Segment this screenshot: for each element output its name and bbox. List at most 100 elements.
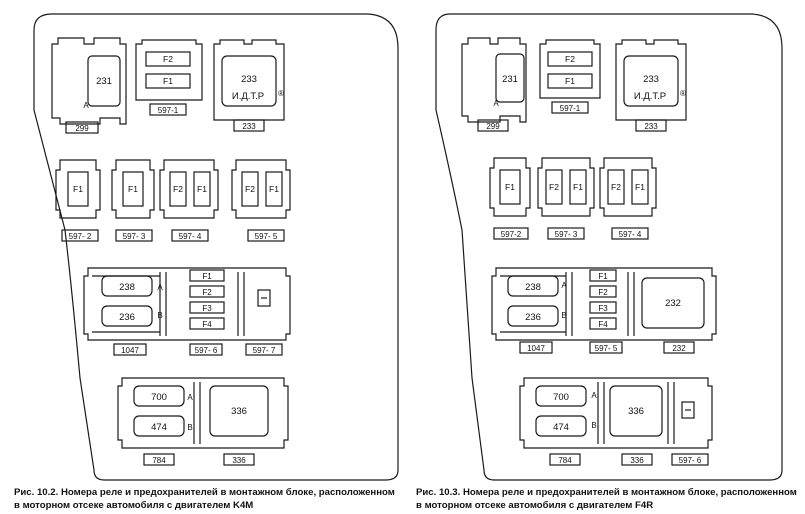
fuse-holder-tag: 597- 3 — [123, 232, 146, 241]
fuse-strip-597-6: F1 F2 F3 F4 597- 6 — [189, 269, 225, 356]
relay-inner-number: 238 — [119, 282, 135, 293]
relay-299: 231 A 299 — [51, 37, 127, 134]
manufacturer-inscription: И.Д.Т.Р — [634, 91, 666, 102]
fuse-label: F1 — [128, 184, 138, 194]
fuse-holder-tag: 597- 2 — [69, 232, 92, 241]
relay-tag: 232 — [672, 344, 686, 353]
fuse-holder-tag: 597-2 — [501, 230, 522, 239]
relay-233: 233 И.Д.Т.Р ® 233 — [213, 39, 285, 132]
fuse-box-outline — [435, 13, 783, 481]
relay-tag: 233 — [242, 122, 256, 131]
fuse-holder-tag: 597- 4 — [619, 230, 642, 239]
fuse-block-tag: 597-1 — [560, 104, 581, 113]
relay-pin-letter: A — [561, 281, 567, 290]
figure-caption-k4m-line2: в моторном отсеке автомобиля с двигателе… — [14, 500, 254, 511]
relay-module-1047: 238 A 236 B 1047 232 232 — [491, 267, 717, 354]
fuse-holder-597-4: F2 F1 597- 4 — [599, 157, 657, 240]
fuse-strip-597-5: F1 F2 F3 F4 597- 5 — [589, 269, 623, 354]
relay-inner-number: 231 — [96, 76, 112, 87]
fuse-label: F4 — [598, 320, 608, 329]
fuse-holder-tag: 597- 3 — [555, 230, 578, 239]
fuse-slot-tag: 597- 7 — [253, 346, 276, 355]
relay-tag: 233 — [644, 122, 658, 131]
relay-module-1047: 238 A 236 B 1047 — [83, 267, 291, 356]
relay-pin-letter: A — [493, 99, 499, 108]
figure-caption-f4r-line1: Рис. 10.3. Номера реле и предохранителей… — [416, 487, 797, 498]
relay-inner-number: 233 — [643, 74, 659, 85]
fuse-label: F2 — [163, 54, 173, 64]
fuse-holder-tag: 597- 4 — [179, 232, 202, 241]
relay-pin-letter: B — [561, 311, 566, 320]
fuse-label: F1 — [197, 184, 207, 194]
manufacturer-inscription: И.Д.Т.Р — [232, 91, 264, 102]
registered-mark: ® — [680, 89, 686, 98]
registered-mark: ® — [278, 89, 284, 98]
fuse-label: F1 — [565, 76, 575, 86]
relay-inner-number: 336 — [231, 406, 247, 417]
relay-inner-number: 232 — [665, 298, 681, 309]
figure-caption-f4r-line2: в моторном отсеке автомобиля с двигателе… — [416, 500, 654, 511]
relay-tag: 299 — [75, 124, 89, 133]
fuse-label: F2 — [598, 288, 608, 297]
diagram-f4r: 231 A 299 F2 F1 597-1 233 И.Д.Т.Р ® 233 — [435, 13, 783, 481]
relay-233: 233 И.Д.Т.Р ® 233 — [615, 39, 687, 132]
fuse-label: F2 — [549, 182, 559, 192]
fuse-block-tag: 597-1 — [158, 106, 179, 115]
fuse-strip-tag: 597- 6 — [195, 346, 218, 355]
relay-inner-number: 474 — [151, 422, 167, 433]
relay-inner-number: 238 — [525, 282, 541, 293]
relay-pin-letter: A — [591, 391, 597, 400]
fuse-block-597-1: F2 F1 597-1 — [539, 39, 601, 114]
relay-pin-letter: B — [591, 421, 596, 430]
fuse-slot-tag: 597- 6 — [679, 456, 702, 465]
diagram-k4m: 231 A 299 F2 F1 597-1 233 И.Д.Т.Р ® 233 — [33, 13, 399, 481]
fuse-label: F2 — [173, 184, 183, 194]
fuse-label: F1 — [598, 272, 608, 281]
relay-module-784: 700 A 474 B 784 336 336 — [117, 377, 289, 466]
relay-pin-letter: A — [157, 283, 163, 292]
fuse-strip-tag: 597- 5 — [595, 344, 618, 353]
fuse-label: F1 — [163, 76, 173, 86]
relay-tag: 336 — [630, 456, 644, 465]
relay-inner-number: 236 — [119, 312, 135, 323]
fuse-label: F1 — [269, 184, 279, 194]
fuse-holder-597-3: F2 F1 597- 3 — [537, 157, 595, 240]
fuse-label: F2 — [565, 54, 575, 64]
fuse-holder-597-2: F1 597-2 — [489, 157, 531, 240]
fuse-holder-597-2: F1 597- 2 — [55, 159, 101, 242]
relay-pin-letter: A — [83, 101, 89, 110]
relay-module-tag: 784 — [558, 456, 572, 465]
fuse-label: F4 — [202, 320, 212, 329]
relay-tag: 299 — [486, 122, 500, 131]
relay-inner-number: 474 — [553, 422, 569, 433]
fuse-label: F3 — [202, 304, 212, 313]
relay-inner-number: 700 — [151, 392, 167, 403]
fuse-label: F1 — [202, 272, 212, 281]
relay-inner-number: 336 — [628, 406, 644, 417]
relay-module-784: 700 A 474 B 784 336 336 597- 6 — [519, 377, 713, 466]
fuse-label: F1 — [573, 182, 583, 192]
relay-tag: 336 — [232, 456, 246, 465]
fuse-holder-597-4: F2 F1 597- 4 — [159, 159, 219, 242]
fuse-label: F2 — [202, 288, 212, 297]
fuse-label: F1 — [635, 182, 645, 192]
relay-inner-number: 700 — [553, 392, 569, 403]
fuse-label: F1 — [73, 184, 83, 194]
fuse-label: F2 — [245, 184, 255, 194]
relay-module-tag: 784 — [152, 456, 166, 465]
fuse-holder-tag: 597- 5 — [255, 232, 278, 241]
fuse-holder-597-5: F2 F1 597- 5 — [231, 159, 291, 242]
relay-pin-letter: B — [187, 423, 192, 432]
figure-caption-k4m-line1: Рис. 10.2. Номера реле и предохранителей… — [14, 487, 395, 498]
fuse-slot-597-7: 597- 7 — [245, 289, 283, 356]
fuse-holder-597-3: F1 597- 3 — [111, 159, 155, 242]
relay-inner-number: 236 — [525, 312, 541, 323]
relay-module-tag: 1047 — [527, 344, 545, 353]
relay-299: 231 A 299 — [461, 37, 527, 132]
relay-pin-letter: B — [157, 311, 162, 320]
fuse-label: F3 — [598, 304, 608, 313]
relay-pin-letter: A — [187, 393, 193, 402]
fuse-label: F1 — [505, 182, 515, 192]
fuse-block-597-1: F2 F1 597-1 — [135, 39, 203, 116]
